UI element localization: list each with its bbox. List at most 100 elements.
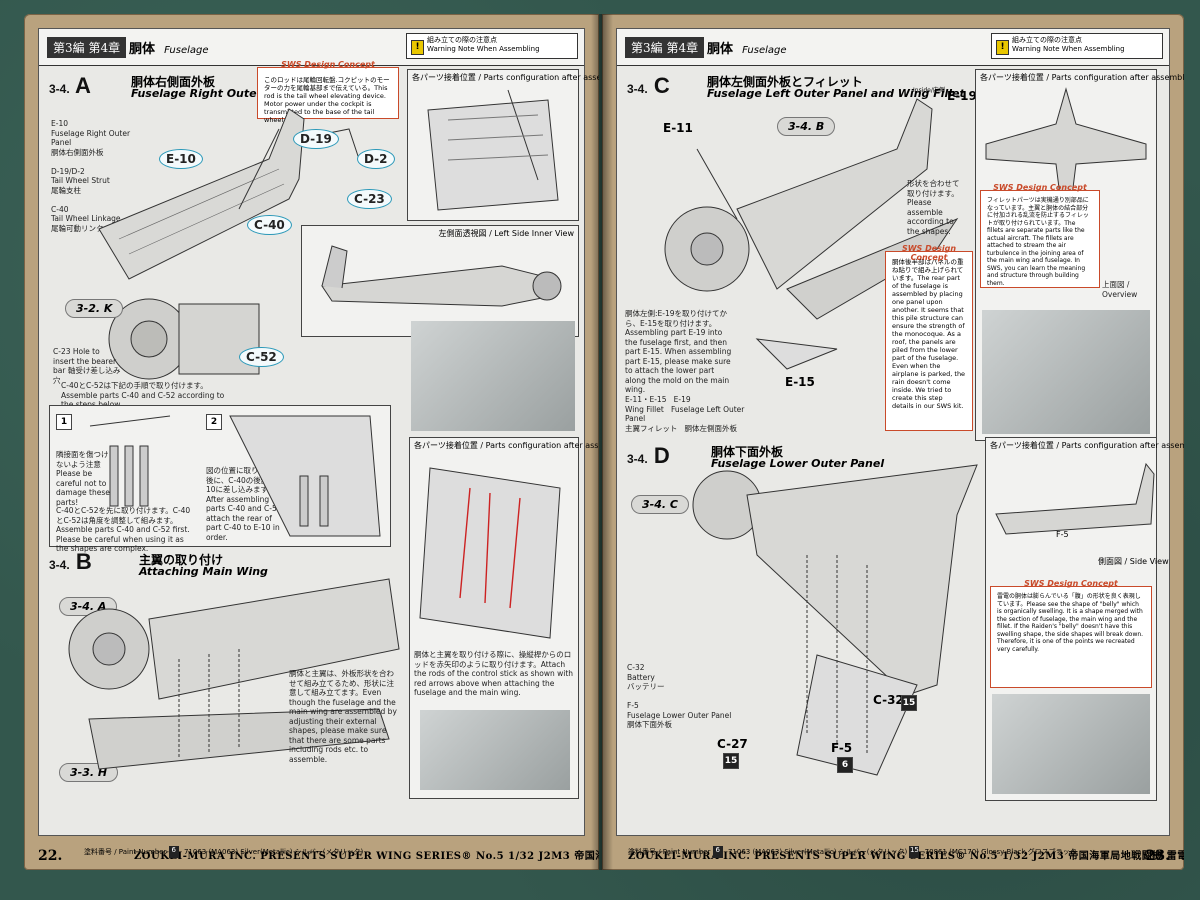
side-view-drawing (995, 462, 1155, 535)
box-label: 左側面透視図 / Left Side Inner View (438, 229, 574, 238)
label-e15: E-15 (785, 375, 815, 389)
section-title: 胴体 Fuselage (707, 38, 787, 57)
section-title: 胴体 Fuselage (129, 38, 209, 57)
steps-drawing (89, 415, 381, 537)
step-b-heading: 3-4. B (49, 549, 92, 575)
step-c-letter: C (653, 73, 670, 98)
fuselage-left-drawing (664, 98, 959, 370)
shape-note: 形状を合わせて取り付けます。Please assemble according … (907, 179, 960, 236)
parts-config-box-4: 各パーツ接着位置 / Parts configuration after ass… (985, 437, 1184, 801)
parts-config-box-2: 各パーツ接着位置 / Parts configuration after ass… (409, 437, 599, 799)
legend-item: Fuselage Right Outer Panel (51, 128, 131, 148)
step-a-num: 3-4. (49, 82, 70, 96)
parts-config-box-1: 各パーツ接着位置 / Parts configuration after ass… (407, 69, 599, 221)
paint-legend: 塗料番号 / Paint Number 6 71063 (MA063) Silv… (84, 846, 363, 858)
control-rod-note: 胴体と主翼を取り付ける際に、操縦桿からのロッドを赤矢印のように取り付けます。At… (414, 650, 574, 697)
sws-concept-box-3: SWS Design Concept 雷電の胴体は膨らんでいる「腹」の形状を良く… (990, 579, 1152, 688)
step-a-jp: 胴体右側面外板 (131, 75, 216, 89)
page-22: 第3編 第4章 胴体 Fuselage ! 組み立ての際の注意点 Warning… (24, 14, 599, 870)
page-header: 第3編 第4章 胴体 Fuselage ! 組み立ての際の注意点 Warning… (617, 29, 1169, 66)
label-c27: C-27 (717, 737, 748, 751)
callout-c23: C-23 (347, 189, 392, 209)
legend-c: E-11・E-15 E-19 Wing Fillet Fuselage Left… (625, 395, 765, 433)
paint-swatch: 6 (712, 846, 723, 858)
legend-item: 尾輪支柱 (51, 185, 81, 195)
paint-code-2: 70861 (MC170) Glossy Black グロスブラック (924, 848, 1077, 856)
paint-swatch-6: 6 (837, 757, 853, 773)
legend-item: Battery (627, 672, 655, 682)
page-number: 23. (1145, 848, 1170, 864)
belly-photo (992, 694, 1150, 794)
page-number: 22. (38, 848, 63, 864)
warning-jp: 組み立ての際の注意点 (427, 36, 497, 44)
sws-title: SWS Design Concept (1024, 579, 1118, 588)
book-gutter (591, 14, 613, 870)
section-en: Fuselage (742, 45, 787, 56)
section-jp: 胴体 (707, 42, 734, 57)
legend-item: D-19/D-2 (51, 166, 85, 176)
sws-text: 雷電の胴体は膨らんでいる「腹」の形状を良く表現しています。Please see … (997, 593, 1144, 653)
legend-item: 尾輪可動リンク (51, 223, 104, 233)
legend-item: Wing Fillet (625, 404, 664, 414)
legend-d: C-32 Battery バッテリー F-5 Fuselage Lower Ou… (627, 663, 737, 730)
series-title: ZOUKEI-MURA INC. PRESENTS SUPER WING SER… (628, 851, 1184, 862)
legend-item: 主翼フィレット (625, 423, 678, 433)
step-c-num: 3-4. (627, 82, 648, 96)
box-label: 各パーツ接着位置 / Parts configuration after ass… (990, 441, 1184, 450)
parts-config-box-3: 各パーツ接着位置 / Parts configuration after ass… (975, 69, 1184, 441)
step-b-jp: 主翼の取り付け (139, 553, 224, 567)
legend-a: E-10 Fuselage Right Outer Panel 胴体右側面外板 … (51, 119, 141, 233)
wing-note: 胴体と主翼は、外板形状を合わせて組み立てるため、形状に注意して組み立てます。Ev… (289, 669, 397, 764)
sws-concept-box-1: SWS Design Concept フィレットパーツは実機通り別部品になってい… (980, 183, 1100, 288)
paint-code: 71063 (MA063) Silver(Metallic) シルバー(メタリッ… (183, 848, 364, 856)
step-1-badge: 1 (56, 414, 72, 430)
callout-c40: C-40 (247, 215, 292, 235)
label-f5-side: F-5 (1056, 530, 1069, 539)
legend-item: バッテリー (627, 682, 665, 691)
step-b-en: Attaching Main Wing (139, 565, 268, 578)
legend-item: 胴体下面外板 (627, 720, 672, 729)
legend-item: E-19 (673, 395, 691, 404)
legend-item: Tail Wheel Linkage (51, 214, 121, 223)
page-footer: ZOUKEI-MURA INC. PRESENTS SUPER WING SER… (602, 840, 1184, 870)
inner-view-drawing (321, 245, 562, 307)
page-23-content: 第3編 第4章 胴体 Fuselage ! 組み立ての際の注意点 Warning… (616, 28, 1184, 836)
step-c-en: Fuselage Left Outer Panel and Wing Fille… (707, 87, 965, 100)
paint-swatch-15: 15 (901, 695, 917, 711)
tail-detail-drawing (427, 89, 559, 211)
section-jp: 胴体 (129, 42, 156, 57)
c40-note: C-40とC-52は下記の手順で取り付けます。Assemble parts C-… (61, 381, 225, 409)
legend-item: 胴体左側面外板 (684, 423, 738, 433)
instruction-manual: 第3編 第4章 胴体 Fuselage ! 組み立ての際の注意点 Warning… (24, 14, 1184, 870)
label-f5: F-5 (831, 741, 853, 755)
sws-title: SWS Design Concept (993, 183, 1087, 192)
step-b-letter: B (75, 549, 92, 574)
inside-note: Inside/内側 (913, 87, 945, 94)
callout-e10: E-10 (159, 149, 203, 169)
ref-3-4-c: 3-4. C (631, 495, 689, 514)
box-label: 各パーツ接着位置 / Parts configuration after ass… (980, 73, 1184, 82)
step-d-num: 3-4. (627, 452, 648, 466)
warning-en: Warning Note When Assembling (1012, 45, 1125, 53)
legend-item: E-10 (51, 119, 68, 128)
label-c32: C-32 (873, 693, 904, 707)
step-d-jp: 胴体下面外板 (711, 445, 784, 459)
assembly-note-c: 胴体左側:E-19を取り付けてから、E-15を取り付けます。Assembling… (625, 309, 732, 394)
step-d-en: Fuselage Lower Outer Panel (711, 457, 885, 470)
warning-jp: 組み立ての際の注意点 (1012, 36, 1082, 44)
step-c-heading: 3-4. C (627, 73, 670, 99)
step-1-text: C-40とC-52を先に取り付けます。C-40とC-52は角度を調整して組みます… (56, 506, 191, 553)
paint-swatch-15: 15 (723, 753, 739, 769)
section-en: Fuselage (164, 45, 209, 56)
ref-3-4-b: 3-4. B (777, 117, 836, 136)
step-a-heading: 3-4. A (49, 73, 91, 99)
assembly-photo (420, 710, 570, 790)
fuselage-lower-drawing (692, 464, 978, 776)
step-d-letter: D (653, 443, 670, 468)
page-23: 第3編 第4章 胴体 Fuselage ! 組み立ての際の注意点 Warning… (602, 14, 1184, 870)
left-side-inner-view-box: 左側面透視図 / Left Side Inner View (301, 225, 579, 337)
warning-note-box: ! 組み立ての際の注意点 Warning Note When Assemblin… (991, 33, 1163, 59)
overview-label: 上面図 / Overview (1102, 280, 1138, 299)
label-e11: E-11 (663, 121, 693, 135)
chapter-label: 第3編 第4章 (625, 37, 705, 58)
